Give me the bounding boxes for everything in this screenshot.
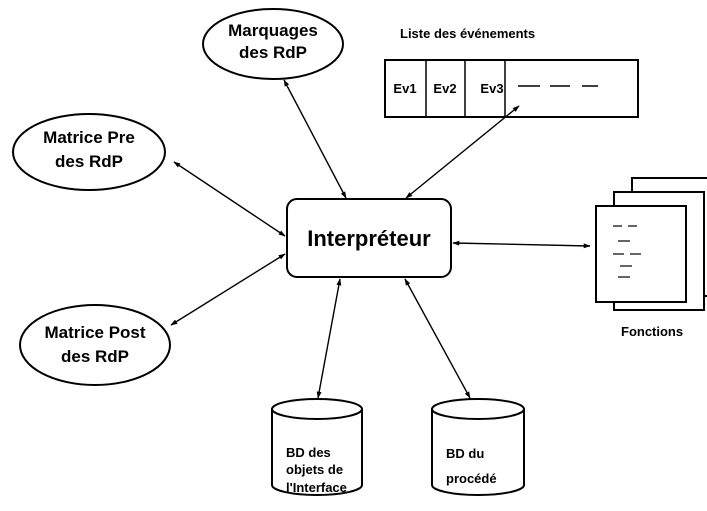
bd-objets-label-line2: objets de bbox=[286, 462, 344, 477]
connector-matrice-post bbox=[170, 253, 286, 326]
bd-procede-node bbox=[431, 398, 525, 496]
matrice-pre-label-line1: Matrice Pre bbox=[43, 128, 135, 147]
matrice-post-node bbox=[19, 304, 171, 386]
document-text-lines bbox=[613, 225, 641, 278]
event-list-title: Liste des événements bbox=[400, 26, 536, 41]
interpreteur-label: Interpréteur bbox=[307, 226, 431, 251]
event-list-cell: Ev2 bbox=[433, 81, 457, 96]
event-list-cell: Ev3 bbox=[480, 81, 504, 96]
bd-objets-label-line3: l'Interface bbox=[286, 480, 347, 495]
bd-objets-node bbox=[271, 398, 363, 496]
fonctions-label: Fonctions bbox=[621, 324, 684, 339]
bd-procede-label-line1: BD du bbox=[446, 446, 485, 461]
connector-event-list bbox=[405, 105, 520, 199]
matrice-post-label-line2: des RdP bbox=[60, 347, 130, 366]
event-list-box bbox=[384, 59, 639, 118]
matrice-post-label-line1: Matrice Post bbox=[44, 323, 146, 342]
bd-procede-label-line2: procédé bbox=[446, 471, 497, 486]
bd-objets-label-line1: BD des bbox=[286, 445, 331, 460]
connector-fonctions bbox=[452, 240, 591, 249]
matrice-pre-node bbox=[12, 113, 166, 191]
connector-bd-objets bbox=[316, 278, 342, 399]
matrice-pre-label-line2: des RdP bbox=[54, 152, 124, 171]
marquages-node bbox=[202, 8, 344, 80]
connector-marquages bbox=[283, 79, 347, 199]
connector-bd-procede bbox=[404, 278, 471, 399]
interpreteur-node bbox=[286, 198, 452, 278]
connector-matrice-pre bbox=[173, 161, 286, 237]
fonctions-document-stack bbox=[595, 177, 707, 311]
marquages-label-line2: des RdP bbox=[238, 43, 308, 62]
event-list-cell: Ev1 bbox=[393, 81, 417, 96]
marquages-label-line1: Marquages bbox=[228, 21, 318, 40]
